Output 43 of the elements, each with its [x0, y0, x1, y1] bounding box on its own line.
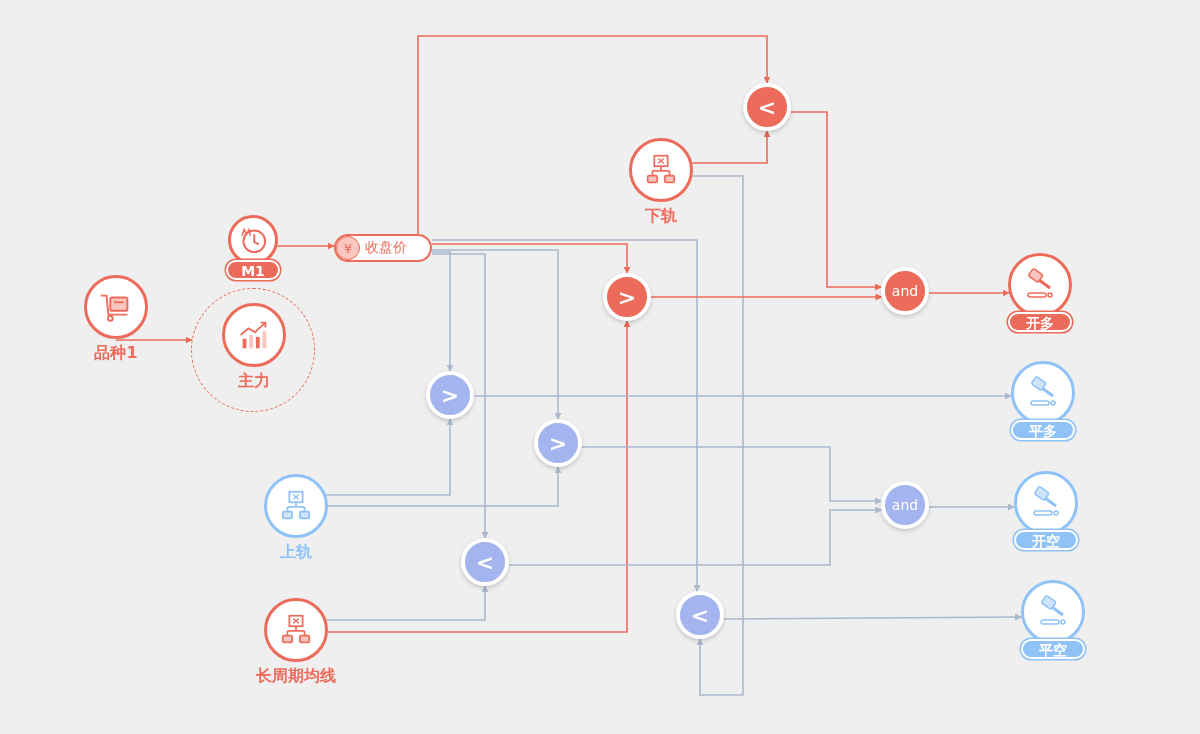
comparison-node: > [426, 371, 474, 419]
currency-badge: ¥ [336, 236, 360, 260]
arrow [431, 239, 701, 592]
and-node: and [881, 267, 929, 315]
tag-label: 开多 [1008, 312, 1072, 332]
arrow [327, 320, 631, 633]
arrow [431, 243, 631, 274]
value-pill [334, 234, 432, 262]
node-label: 长周期均线 [255, 666, 337, 687]
tag-label: 开空 [1014, 530, 1078, 550]
tag-label: 平多 [1011, 420, 1075, 440]
arrow [691, 175, 744, 696]
arrow [928, 289, 1010, 297]
tag-label: M1 [226, 260, 280, 280]
arrow [722, 613, 1023, 621]
arrow [417, 35, 771, 235]
arrow [325, 585, 489, 621]
arrow [691, 130, 771, 164]
arrow [431, 251, 454, 372]
arrow [789, 111, 883, 291]
comparison-node: < [743, 83, 791, 131]
arrow [115, 336, 193, 344]
comparison-node: > [603, 273, 651, 321]
arrow [431, 249, 562, 420]
value-label: 收盘价 [365, 239, 407, 257]
arrow [580, 446, 883, 505]
node-label: 主力 [237, 371, 271, 392]
node-label: 上轨 [279, 542, 313, 563]
arrow [325, 418, 454, 496]
node-label: 品种1 [93, 343, 139, 364]
comparison-node: < [676, 591, 724, 639]
arrow [473, 392, 1012, 400]
arrow [327, 466, 562, 507]
arrow [276, 242, 335, 250]
tag-label: 平空 [1021, 639, 1085, 659]
arrow [508, 506, 883, 566]
comparison-node: < [461, 538, 509, 586]
arrow [431, 253, 489, 539]
arrow [650, 293, 883, 301]
comparison-node: > [534, 419, 582, 467]
and-node: and [881, 481, 929, 529]
arrow [928, 503, 1016, 511]
node-label: 下轨 [644, 206, 678, 227]
